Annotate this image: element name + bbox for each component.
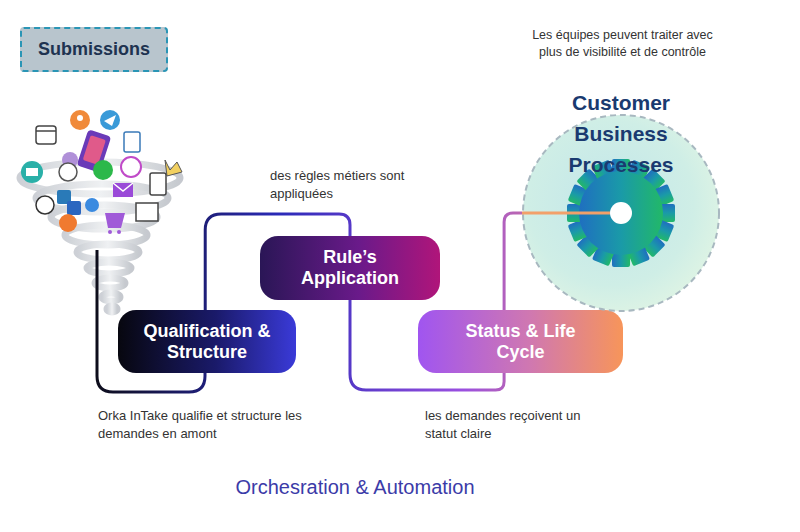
dotted-rule bbox=[498, 486, 602, 489]
feed-line bbox=[522, 212, 610, 215]
flow-connector bbox=[504, 213, 522, 310]
node-text: Customer Business Processes bbox=[561, 87, 681, 180]
note-label: les demandes reçoivent un statut claire bbox=[425, 407, 605, 442]
section-tag: Submissions bbox=[20, 27, 168, 72]
node-text: Submissions bbox=[38, 39, 150, 60]
note-label: Orka InTake qualifie et structure les de… bbox=[98, 407, 330, 442]
note-label: Orchesration & Automation bbox=[210, 474, 500, 501]
process-box: Rule’s Application bbox=[260, 236, 440, 300]
process-circle: Customer Business Processes bbox=[522, 114, 720, 312]
dotted-rule bbox=[104, 486, 210, 489]
process-box: Qualification & Structure bbox=[118, 310, 296, 373]
note-label: Les équipes peuvent traiter avec plus de… bbox=[520, 27, 725, 61]
node-text: Qualification & Structure bbox=[132, 321, 282, 362]
funnel-swirl bbox=[20, 162, 180, 312]
note-label: des règles métiers sont appliquées bbox=[270, 167, 445, 202]
process-box: Status & Life Cycle bbox=[418, 310, 623, 373]
node-text: Rule’s Application bbox=[290, 247, 410, 288]
node-text: Status & Life Cycle bbox=[453, 321, 588, 362]
channel-icons bbox=[21, 110, 182, 234]
